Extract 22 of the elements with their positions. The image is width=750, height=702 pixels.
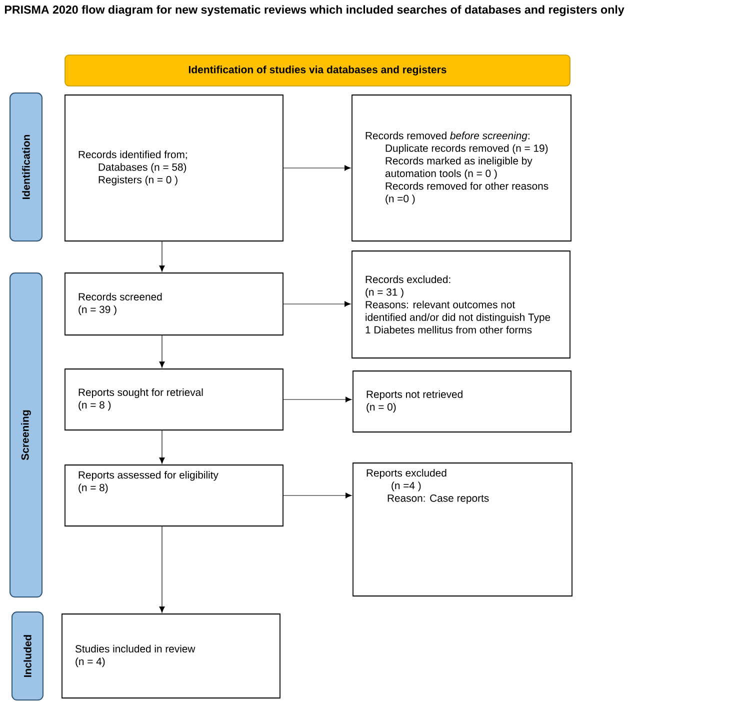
stage-label: Identification (10, 92, 42, 242)
process-box: Studies included in review (n = 4) (62, 614, 280, 698)
arrow (159, 526, 165, 613)
process-box: Reports assessed for eligibility (n = 8) (64, 464, 284, 526)
arrow (283, 492, 352, 498)
process-box: Reports sought for retrieval (n = 8 ) (64, 368, 284, 430)
arrow (159, 430, 165, 464)
arrow (159, 335, 165, 368)
process-box: Records identified from; Databases (n = 58) Registers (n = 0 ) (64, 94, 284, 242)
stage-label: Screening (10, 272, 42, 598)
process-box: Reports excluded (n =4 ) Reason: Case reports (352, 462, 572, 596)
arrow (159, 241, 165, 272)
title: PRISMA 2020 flow diagram for new systematic reviews which included searches of databases and registers only (4, 5, 624, 16)
arrow (283, 165, 351, 171)
process-box: Reports not retrieved (n = 0) (352, 370, 572, 432)
process-box: Records excluded: (n = 31 ) Reasons: relevant outcomes not identified and/or did not distinguish Type 1 Diabetes mellitus from other forms (352, 250, 570, 358)
section-header: Identification of studies via databases and registers (64, 54, 570, 86)
process-box: Records removed before screening: Duplicate records removed (n = 19) Records marked as ineligible by automation tools (n = 0 ) Records removed for other reasons (n =0 ) (352, 94, 572, 242)
arrow (283, 396, 352, 402)
stage-label: Included (12, 612, 44, 700)
process-box: Records screened (n = 39 ) (64, 272, 284, 336)
arrow (283, 301, 351, 307)
